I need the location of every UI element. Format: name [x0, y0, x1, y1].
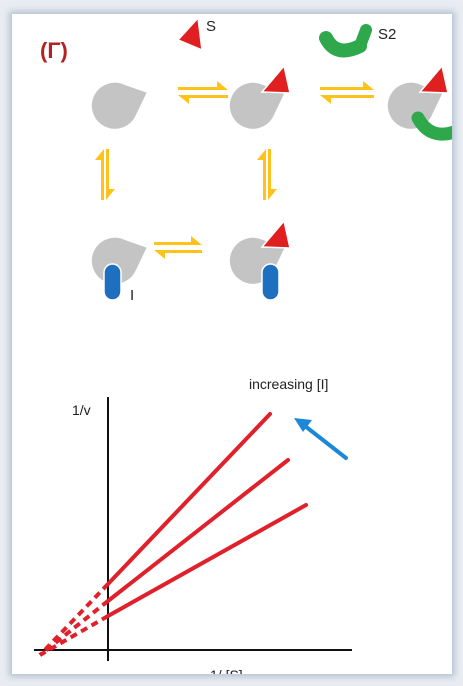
extrapolation-low	[39, 614, 109, 657]
equilibrium-arrow-es-es2	[320, 81, 374, 104]
extrapolation-high	[38, 582, 110, 657]
equilibrium-arrow-ei-esi	[154, 236, 202, 259]
lineweaver-burk-plot: 1/v 1/ [S] increasing [I]	[34, 376, 352, 683]
x-axis-label: 1/ [S]	[210, 667, 243, 683]
enzyme-free	[89, 80, 150, 131]
enzyme-substrate-inhibitor-complex	[227, 219, 291, 301]
line-mid-inhibitor	[106, 458, 290, 603]
equilibrium-arrow-e-es	[178, 81, 228, 104]
inhibitor-label: I	[130, 287, 134, 304]
enzyme-inhibitor-complex	[89, 235, 150, 301]
panel-label: (Γ)	[40, 38, 68, 63]
substrate-s-label: S	[206, 18, 216, 35]
extrapolation-mid	[38, 599, 110, 657]
substrate-s2-label: S2	[378, 26, 396, 43]
reaction-scheme: S S2 I	[89, 16, 452, 304]
figure-panel	[12, 14, 452, 674]
line-low-inhibitor	[106, 503, 308, 618]
y-axis-label: 1/v	[72, 402, 91, 418]
enzyme-substrate-complex	[227, 64, 291, 131]
annotation-text: increasing [I]	[249, 376, 328, 392]
equilibrium-arrow-e-ei	[95, 149, 115, 200]
substrate-s2-shape	[319, 24, 372, 58]
equilibrium-arrow-es-esi	[257, 149, 277, 200]
line-high-inhibitor	[106, 412, 272, 586]
enzyme-substrate-s2-complex	[385, 64, 452, 141]
substrate-s-shape	[176, 16, 203, 52]
increasing-arrow	[294, 418, 348, 460]
